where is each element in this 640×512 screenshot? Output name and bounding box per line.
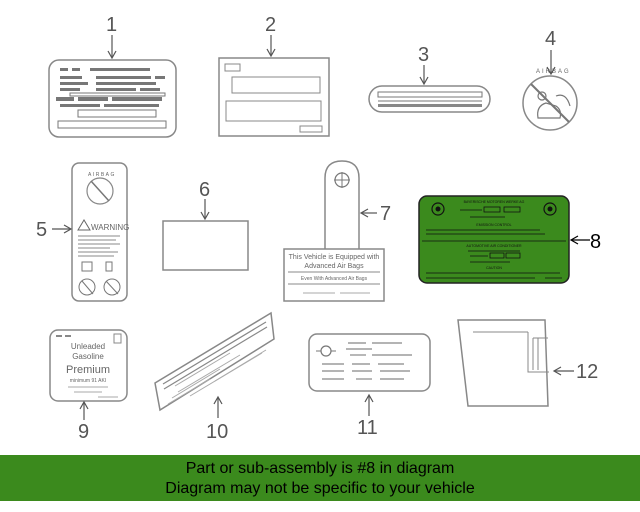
diagram-footer-banner: Part or sub-assembly is #8 in diagram Di… (0, 455, 640, 501)
part-10-label[interactable] (154, 311, 275, 412)
part-8-emission-label[interactable]: BAYERISCHE MOTOREN WERKE AG EMISSION CON… (418, 195, 570, 284)
label8-caution: CAUTION (486, 266, 502, 270)
callout-5: 5 (36, 219, 47, 241)
part-3-label[interactable] (368, 85, 491, 113)
part-7-airbag-tag[interactable]: This Vehicle is Equipped with Advanced A… (283, 160, 385, 302)
callout-7: 7 (380, 203, 391, 225)
callout-11: 11 (357, 417, 378, 439)
label8-emission: EMISSION CONTROL (476, 223, 511, 227)
label8-background (418, 195, 570, 284)
parts-diagram: 1 2 3 AIRBAG 4 AIRBAG WARNING (36, 14, 601, 443)
label5-warning: WARNING (91, 223, 129, 232)
label9-line1: Unleaded (71, 342, 105, 351)
footer-line-2: Diagram may not be specific to your vehi… (165, 480, 475, 497)
callout-2: 2 (265, 14, 276, 36)
callout-8: 8 (590, 231, 601, 253)
part-11-tire-label[interactable] (308, 333, 431, 392)
callout-9: 9 (78, 421, 89, 443)
footer-line-1: Part or sub-assembly is #8 in diagram (185, 460, 455, 477)
label7-line3: Even With Advanced Air Bags (301, 276, 368, 282)
callout-1: 1 (106, 14, 117, 36)
label9-line2: Gasoline (72, 352, 104, 361)
label7-line1: This Vehicle is Equipped with (289, 254, 380, 261)
callout-3: 3 (418, 44, 429, 66)
callout-10: 10 (206, 421, 228, 443)
callout-4: 4 (545, 28, 556, 50)
callout-6: 6 (199, 179, 210, 201)
label5-top-text: AIRBAG (88, 172, 116, 178)
label8-conditioner: AUTOMOTIVE AIR CONDITIONER (466, 244, 522, 248)
label8-maker: BAYERISCHE MOTOREN WERKE AG (464, 200, 525, 204)
callout-12: 12 (576, 361, 598, 383)
label9-line4: minimum 91 AKI (70, 378, 106, 384)
label7-line2: Advanced Air Bags (304, 263, 364, 270)
part-6-label[interactable] (162, 220, 249, 271)
label9-line3: Premium (66, 364, 110, 376)
part-1-label[interactable] (48, 59, 177, 138)
part-5-visor-label[interactable]: AIRBAG WARNING (71, 162, 129, 302)
part-4-airbag-label[interactable]: AIRBAG (522, 69, 578, 131)
part-12-label[interactable] (457, 319, 549, 407)
part-9-fuel-label[interactable]: Unleaded Gasoline Premium minimum 91 AKI (49, 329, 128, 402)
part-2-label[interactable] (218, 57, 330, 137)
